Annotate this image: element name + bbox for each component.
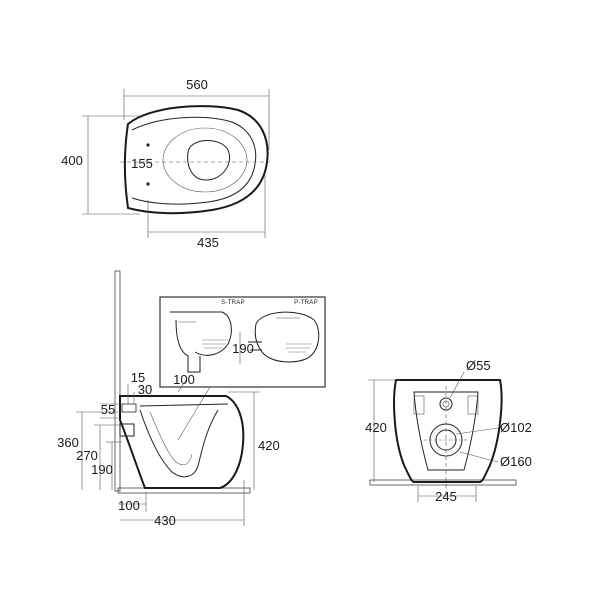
p-trap-outlet — [248, 341, 262, 351]
inset-leader — [177, 379, 187, 393]
dim-400-label: 400 — [61, 153, 83, 168]
p-trap-label: P-TRAP — [294, 300, 318, 306]
dim-270-label: 270 — [76, 448, 98, 463]
s-trap-drawing: 100 — [170, 311, 232, 387]
dim-55-label: 55 — [101, 402, 115, 417]
s-trap-water — [202, 339, 228, 349]
inset-190-label: 190 — [232, 341, 254, 356]
top-view: 560 400 155 435 — [61, 77, 270, 250]
rear-view-body — [393, 379, 503, 483]
side-view-trap-inner — [149, 411, 193, 466]
side-view-outlet — [119, 423, 135, 437]
s-trap-bowl — [170, 311, 232, 356]
fixing-hole-bottom — [146, 182, 150, 186]
dim-100-bottom-label: 100 — [118, 498, 140, 513]
dim-435-label: 435 — [197, 235, 219, 250]
side-view-body — [119, 395, 245, 489]
dim-190-label: 190 — [91, 462, 113, 477]
side-view-trap — [139, 409, 219, 478]
rear-bracket-left — [413, 395, 425, 415]
dim-430-label: 430 — [154, 513, 176, 528]
side-view-seat — [139, 403, 229, 407]
dim-360-label: 360 — [57, 435, 79, 450]
dim-55-dia-label: Ø55 — [466, 358, 491, 373]
inset-100-label: 100 — [173, 372, 195, 387]
wall — [114, 270, 121, 492]
s-trap-label: S-TRAP — [221, 300, 245, 306]
dim-15-label: 15 — [131, 370, 145, 385]
dim-420-rear-label: 420 — [365, 420, 387, 435]
rear-view-inner — [413, 391, 479, 471]
p-trap-water — [286, 343, 312, 353]
leader-55 — [449, 371, 465, 399]
dim-245-label: 245 — [435, 489, 457, 504]
s-trap-pipe — [175, 319, 201, 373]
dim-160-dia-label: Ø160 — [500, 454, 532, 469]
side-view: 15 30 55 360 270 190 420 100 430 — [57, 270, 280, 528]
inset-pointer — [177, 386, 211, 441]
side-view-inlet — [121, 403, 137, 413]
rear-view: Ø55 Ø102 Ø160 420 245 — [365, 358, 532, 504]
leader-160 — [459, 451, 499, 463]
top-view-bowl-outline — [124, 105, 269, 215]
fixing-hole-top — [146, 143, 150, 147]
dim-30-label: 30 — [138, 382, 152, 397]
top-view-rim — [131, 116, 257, 205]
dim-155-label: 155 — [131, 156, 153, 171]
rear-floor — [369, 479, 517, 486]
dim-102-dia-label: Ø102 — [500, 420, 532, 435]
top-view-bowl-inner — [162, 127, 248, 193]
dim-420-side-label: 420 — [258, 438, 280, 453]
trap-inset: S-TRAP P-TRAP 100 190 — [159, 296, 326, 441]
top-view-waterhole — [187, 140, 230, 181]
p-trap-bowl — [254, 311, 320, 363]
rear-bracket-right — [467, 395, 479, 415]
dim-560-label: 560 — [186, 77, 208, 92]
p-trap-drawing — [248, 311, 320, 363]
leader-102 — [455, 427, 499, 435]
